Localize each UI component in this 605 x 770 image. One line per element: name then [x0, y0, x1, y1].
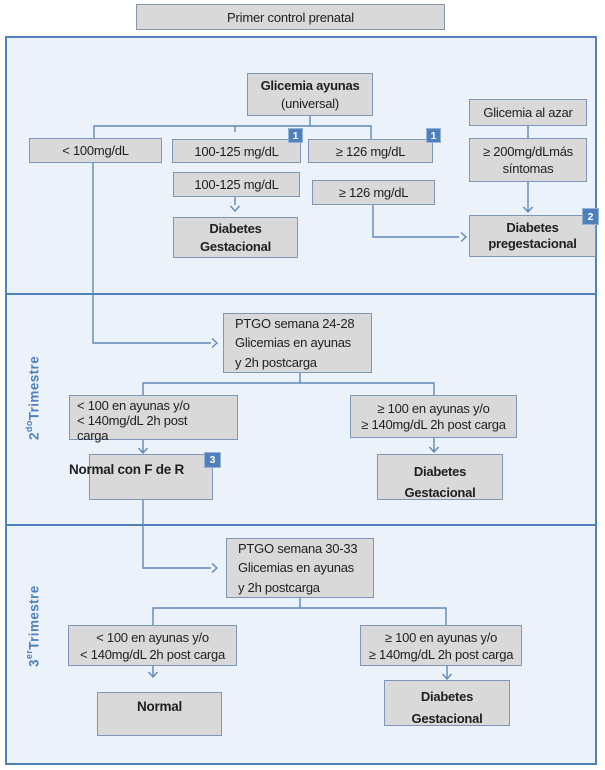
footnote-badge-2: 2 [582, 208, 599, 225]
footnote-badge-1-a: 1 [288, 128, 303, 143]
node-line: ≥ 200mg/dLmás [483, 144, 573, 159]
node-line: Gestacional [200, 238, 271, 254]
node-line: < 100mg/dL [62, 143, 129, 158]
node-line: 100-125 mg/dL [194, 143, 279, 159]
node-line: < 140mg/dL 2h post [77, 413, 188, 428]
node-line: y 2h postcarga [238, 579, 320, 595]
node-line: síntomas [502, 161, 554, 176]
node-glicemia-al-azar: Glicemia al azar [469, 99, 587, 126]
node-line: 100-125 mg/dL [194, 177, 279, 192]
node-ge-126-secondary: ≥ 126 mg/dL [312, 180, 435, 205]
node-line: ≥ 126 mg/dL [335, 143, 406, 159]
node-glicemia-ayunas: Glicemia ayunas (universal) [247, 73, 373, 116]
node-line: < 100 en ayunas y/o [96, 629, 209, 645]
label-word: Trimestre [26, 585, 42, 650]
node-diabetes-gestacional-2: Diabetes Gestacional [377, 454, 503, 500]
node-line: (universal) [281, 95, 339, 111]
node-normal: Normal [97, 692, 222, 736]
node-line: Gestacional [404, 485, 476, 500]
arrowhead-ptgo24 [211, 337, 219, 349]
node-line: ≥ 140mg/dL 2h post carga [361, 416, 506, 432]
node-line: Gestacional [411, 711, 483, 726]
arrowhead-dg1 [229, 205, 241, 213]
footnote-badge-1-b: 1 [426, 128, 441, 143]
node-ptgo-30-33: PTGO semana 30-33 Glicemias en ayunas y … [226, 538, 374, 598]
node-line: ≥ 100 en ayunas y/o [377, 400, 490, 416]
node-line: < 100 en ayunas y/o [77, 398, 190, 413]
connector-branch-1 [93, 125, 372, 139]
arrowhead-dg3 [441, 673, 453, 681]
node-criteria-3-high: ≥ 100 en ayunas y/o ≥ 140mg/dL 2h post c… [360, 625, 522, 666]
node-line: Glicemias en ayunas [238, 560, 354, 576]
arrowhead-dpg-top [522, 206, 534, 214]
node-line: Diabetes [420, 689, 474, 704]
node-diabetes-pregestacional: Diabetes pregestacional [469, 215, 596, 257]
node-ge-126-primary: ≥ 126 mg/dL [308, 139, 433, 163]
label-ordinal-suffix: er [24, 649, 34, 659]
node-diabetes-gestacional-3: Diabetes Gestacional [384, 680, 510, 726]
node-line: < 140mg/dL 2h post carga [80, 646, 225, 662]
node-diabetes-gestacional-1: Diabetes Gestacional [173, 217, 298, 258]
node-ptgo-24-28: PTGO semana 24-28 Glicemias en ayunas y … [223, 313, 372, 373]
node-line: PTGO semana 30-33 [238, 540, 358, 556]
label-text: 2doTrimestre [24, 356, 42, 440]
node-line: ≥ 140mg/dL 2h post carga [368, 646, 514, 662]
node-lt-100: < 100mg/dL [29, 138, 162, 163]
label-word: Trimestre [26, 355, 42, 421]
badge-number: 1 [292, 129, 299, 142]
node-line: PTGO semana 24-28 [235, 315, 355, 331]
connector-126b-dpg [372, 205, 459, 238]
label-number: 3 [26, 658, 42, 667]
connector-nfdr-ptgo30 [142, 500, 211, 569]
node-criteria-3-normal: < 100 en ayunas y/o < 140mg/dL 2h post c… [68, 625, 237, 666]
node-100-125-secondary: 100-125 mg/dL [173, 172, 300, 197]
label-3er-trimestre: 3erTrimestre [24, 580, 42, 672]
arrowhead-dg2 [428, 446, 440, 454]
label-number: 2 [26, 432, 42, 441]
page-title: Primer control prenatal [227, 9, 354, 25]
label-ordinal-suffix: do [24, 420, 34, 433]
section-divider-1 [5, 293, 597, 295]
section-divider-2 [5, 524, 597, 526]
arrowhead-nfdr [137, 447, 149, 455]
node-line: pregestacional [488, 236, 577, 251]
arrowhead-dpg-left [460, 231, 468, 243]
node-line: ≥ 126 mg/dL [338, 185, 409, 200]
node-line: Glicemia ayunas [260, 77, 360, 93]
node-line: Glicemia al azar [483, 105, 573, 120]
connector-branch-2 [142, 382, 435, 395]
node-line: ≥ 100 en ayunas y/o [384, 629, 498, 645]
node-100-125-primary: 100-125 mg/dL [172, 139, 301, 163]
node-ge-200-sintomas: ≥ 200mg/dLmás síntomas [469, 138, 587, 182]
node-line: Diabetes [413, 464, 467, 479]
label-2do-trimestre: 2doTrimestre [24, 352, 42, 444]
node-line: carga [77, 428, 109, 443]
node-line: Glicemias en ayunas [235, 335, 351, 351]
connector-lt100-ptgo24 [92, 163, 211, 344]
arrowhead-normal [147, 671, 159, 679]
footnote-badge-3: 3 [204, 452, 221, 468]
page-title-box: Primer control prenatal [136, 4, 445, 30]
badge-number: 1 [430, 129, 437, 142]
node-line: Diabetes [506, 220, 559, 235]
node-line: Diabetes [209, 220, 262, 236]
node-line: y 2h postcarga [235, 354, 317, 370]
node-line: Normal [136, 699, 182, 714]
badge-number: 3 [209, 454, 216, 466]
badge-number: 2 [587, 210, 594, 223]
node-normal-con-fdr: Normal con F de R [69, 454, 213, 500]
node-criteria-2-high: ≥ 100 en ayunas y/o ≥ 140mg/dL 2h post c… [350, 395, 517, 438]
label-text: 3erTrimestre [24, 585, 42, 667]
connector-branch-3 [152, 607, 447, 625]
arrowhead-ptgo30 [211, 562, 219, 574]
node-line: Normal con F de R [69, 462, 185, 477]
node-criteria-2-normal: < 100 en ayunas y/o < 140mg/dL 2h post c… [69, 395, 238, 443]
